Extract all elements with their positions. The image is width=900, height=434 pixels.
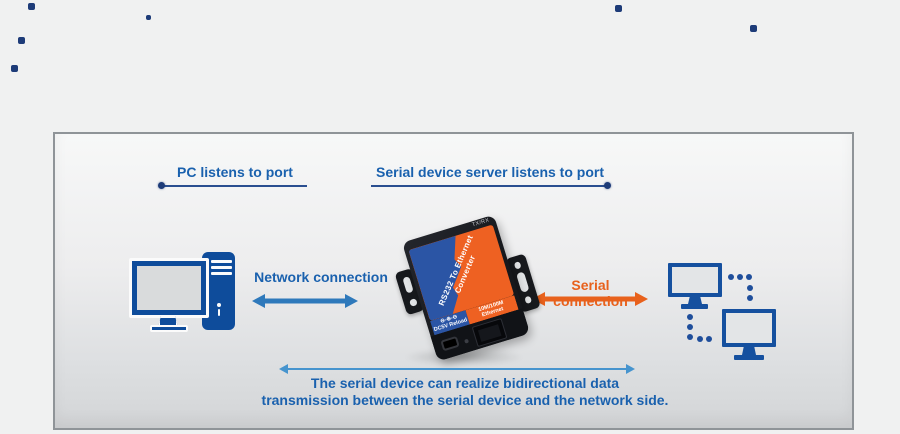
footer-line1: The serial device can realize bidirectio… [310, 375, 620, 391]
network-connection-label: Network connection [254, 269, 388, 285]
bidirectional-arrow [279, 363, 635, 375]
link-dot [728, 274, 734, 280]
device-chassis: TX/RX RS232 To Ethernet Converter ⊖-⊕-⊖ … [401, 214, 531, 362]
link-dot [706, 336, 712, 342]
link-dot [746, 274, 752, 280]
decor-square [750, 25, 757, 32]
server-listens-underline [371, 185, 608, 187]
ethernet-port [471, 317, 508, 348]
serial-device-server: TX/RX RS232 To Ethernet Converter ⊖-⊕-⊖ … [394, 212, 541, 372]
link-dot [687, 334, 693, 340]
link-dot [737, 274, 743, 280]
serial-monitor-bottom [722, 309, 776, 347]
footer-caption: The serial device can realize bidirectio… [160, 375, 770, 409]
decor-square [11, 65, 18, 72]
pc-listens-underline [164, 185, 307, 187]
decor-square [615, 5, 622, 12]
link-dot [697, 336, 703, 342]
dc-power-jack [440, 335, 460, 352]
pc-monitor [129, 258, 209, 318]
reload-pinhole [464, 338, 470, 344]
decor-square [28, 3, 35, 10]
pc-listens-label: PC listens to port [177, 164, 293, 180]
device-shadow [404, 348, 524, 366]
server-listens-label: Serial device server listens to port [376, 164, 604, 180]
serial-arrow [532, 292, 648, 306]
link-dot [687, 324, 693, 330]
network-arrow [252, 294, 358, 308]
server-listens-dot [604, 182, 611, 189]
link-dot [747, 285, 753, 291]
link-dot [687, 314, 693, 320]
link-dot [747, 295, 753, 301]
serial-monitor-top [668, 263, 722, 297]
decor-square [146, 15, 151, 20]
pc-screen [137, 266, 201, 310]
pc-power-led [217, 303, 221, 307]
decor-square [18, 37, 25, 44]
pc-listens-dot [158, 182, 165, 189]
footer-line2: transmission between the serial device a… [261, 392, 669, 408]
